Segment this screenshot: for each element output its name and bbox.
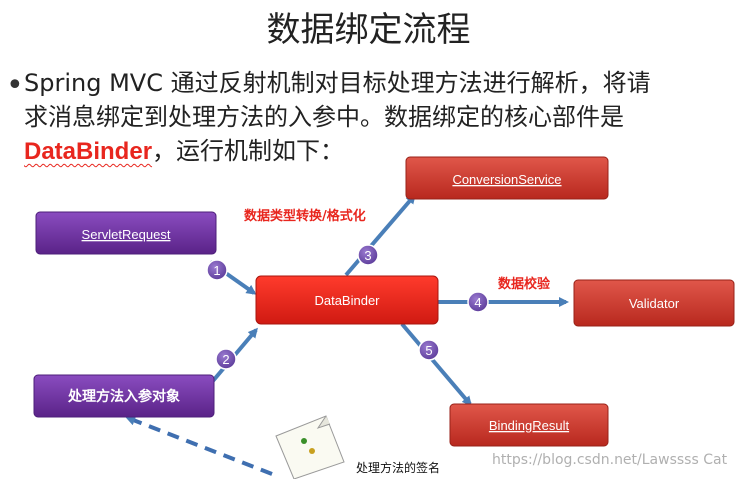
step-5-label: 5 — [425, 343, 432, 358]
step-circle-4: 4 — [467, 291, 489, 313]
arrow-step-3 — [344, 193, 416, 277]
slide-title: 数据绑定流程 — [266, 10, 471, 50]
step-circle-5: 5 — [418, 339, 440, 361]
method-signature-label: 处理方法的签名 — [356, 461, 441, 475]
node-binding-result: BindingResult — [449, 403, 609, 447]
bullet-dot: • — [6, 68, 24, 103]
document-icon — [275, 415, 345, 479]
watermark-text: https://blog.csdn.net/Lawssss Cat — [492, 452, 728, 468]
databinder-highlight: DataBinder — [24, 138, 153, 165]
step-circle-1: 1 — [206, 259, 228, 281]
description-paragraph: Spring MVC 通过反射机制对目标处理方法进行解析，将请 求消息绑定到处理… — [24, 66, 724, 169]
step-4-label: 4 — [474, 295, 481, 310]
signature-dashed-arrow — [125, 415, 273, 476]
step-circle-2: 2 — [215, 348, 237, 370]
paragraph-line-3: ，运行机制如下： — [152, 137, 345, 165]
handler-params-label: 处理方法入参对象 — [67, 388, 180, 405]
node-servlet-request: ServletRequest — [35, 211, 217, 255]
validator-label: Validator — [629, 296, 680, 311]
conversion-annotation: 数据类型转换/格式化 — [244, 208, 366, 224]
validation-annotation: 数据校验 — [498, 276, 551, 292]
node-handler-params: 处理方法入参对象 — [33, 374, 215, 418]
conversion-service-label: ConversionService — [452, 172, 561, 187]
servlet-request-label: ServletRequest — [82, 227, 171, 242]
node-validator: Validator — [573, 279, 735, 327]
step-circle-3: 3 — [357, 244, 379, 266]
paragraph-line-2: 求消息绑定到处理方法的入参中。数据绑定的核心部件是 — [24, 103, 624, 131]
data-binder-label: DataBinder — [314, 293, 380, 308]
arrow-step-5 — [400, 322, 472, 407]
step-2-label: 2 — [222, 352, 229, 367]
step-1-label: 1 — [213, 263, 220, 278]
paragraph-line-1: Spring MVC 通过反射机制对目标处理方法进行解析，将请 — [24, 69, 651, 97]
node-data-binder: DataBinder — [255, 275, 439, 325]
node-conversion-service: ConversionService — [405, 156, 609, 200]
step-3-label: 3 — [364, 248, 371, 263]
binding-result-label: BindingResult — [489, 418, 570, 433]
